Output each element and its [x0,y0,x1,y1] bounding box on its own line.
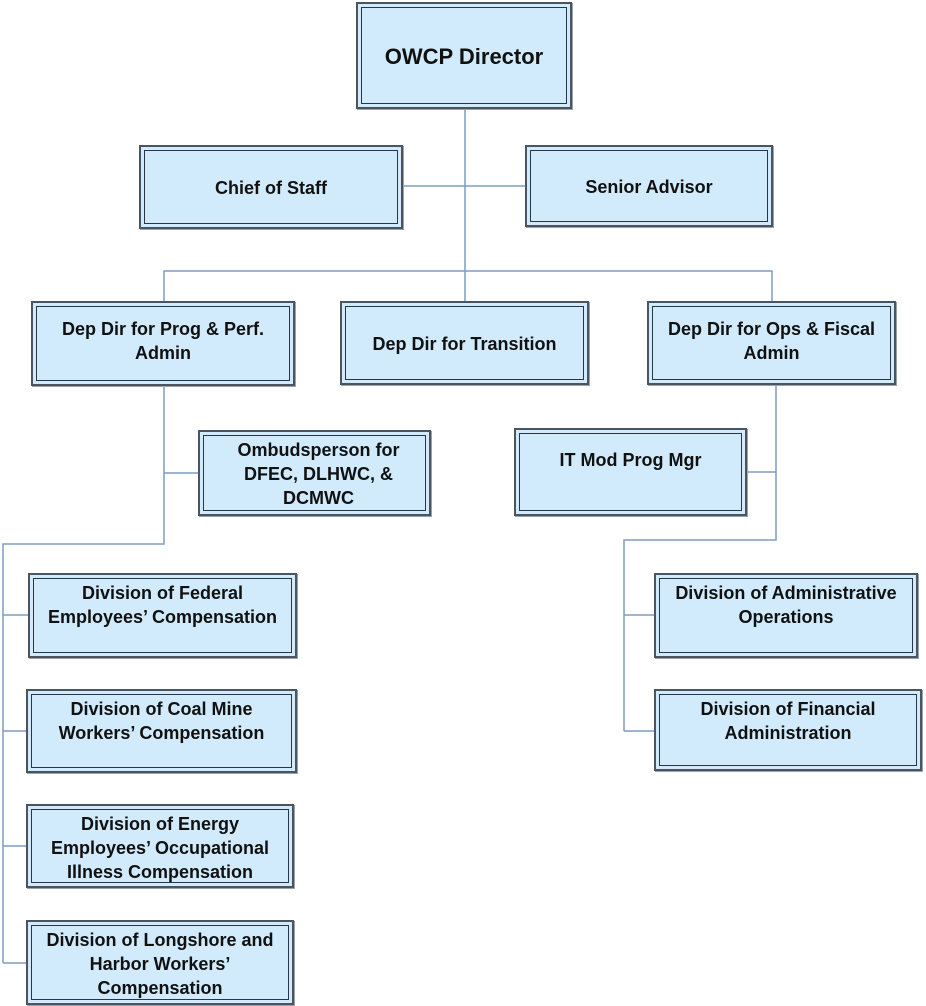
label-dfec: Division of Federal Employees’ Compensat… [33,578,292,653]
box-deeoic: Division of Energy Employees’ Occupation… [26,804,294,888]
box-dep-dir-transition: Dep Dir for Transition [340,301,589,385]
label-owcp-director: OWCP Director [361,7,567,104]
label-chief-of-staff: Chief of Staff [144,150,398,224]
box-dep-dir-ops: Dep Dir for Ops & Fiscal Admin [647,301,896,385]
label-dfa: Division of Financial Administration [659,694,917,766]
box-chief-of-staff: Chief of Staff [139,145,403,229]
label-deeoic: Division of Energy Employees’ Occupation… [31,809,289,883]
box-dlhwc: Division of Longshore and Harbor Workers… [26,920,294,1005]
box-ombudsperson: Ombudsperson for DFEC, DLHWC, & DCMWC [198,430,431,516]
box-dcmwc: Division of Coal Mine Workers’ Compensat… [26,689,297,773]
label-dcmwc: Division of Coal Mine Workers’ Compensat… [31,694,292,768]
connector-prog-trunk [2,385,165,963]
label-dep-dir-ops: Dep Dir for Ops & Fiscal Admin [652,306,891,380]
box-it-mod-prog-mgr: IT Mod Prog Mgr [514,428,747,516]
label-senior-advisor: Senior Advisor [530,150,768,222]
connector-ops-trunk [623,360,777,731]
label-dao: Division of Administrative Operations [659,578,913,653]
label-dep-dir-prog: Dep Dir for Prog & Perf. Admin [36,306,290,381]
box-senior-advisor: Senior Advisor [525,145,773,227]
box-dep-dir-prog: Dep Dir for Prog & Perf. Admin [31,301,295,386]
label-dlhwc: Division of Longshore and Harbor Workers… [31,925,289,1000]
box-dfa: Division of Financial Administration [654,689,922,771]
box-dfec: Division of Federal Employees’ Compensat… [28,573,297,658]
label-ombudsperson: Ombudsperson for DFEC, DLHWC, & DCMWC [203,435,426,511]
label-it-mod-prog-mgr: IT Mod Prog Mgr [519,433,742,511]
box-owcp-director: OWCP Director [356,2,572,109]
label-dep-dir-transition: Dep Dir for Transition [345,306,584,380]
connector-deputy-bus [163,270,773,302]
box-dao: Division of Administrative Operations [654,573,918,658]
